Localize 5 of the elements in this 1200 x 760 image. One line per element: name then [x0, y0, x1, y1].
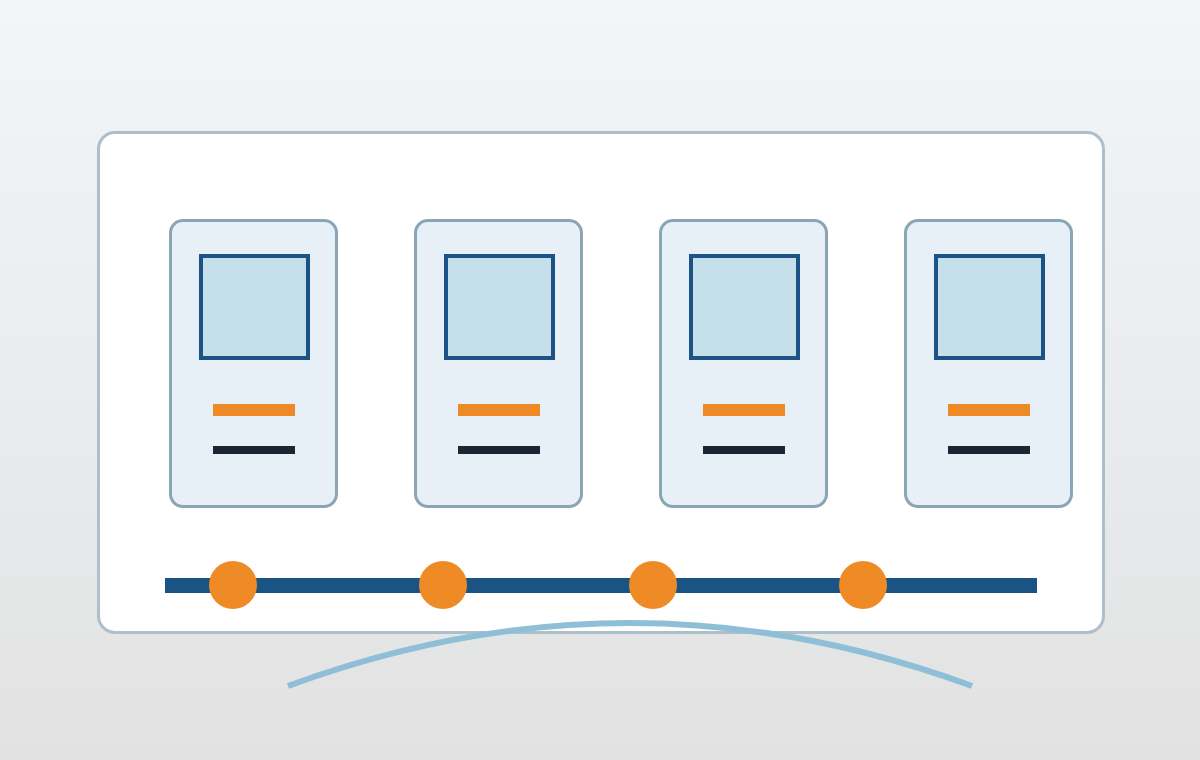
card — [414, 219, 583, 508]
card — [169, 219, 338, 508]
card — [659, 219, 828, 508]
card — [904, 219, 1073, 508]
panel — [97, 131, 1105, 634]
